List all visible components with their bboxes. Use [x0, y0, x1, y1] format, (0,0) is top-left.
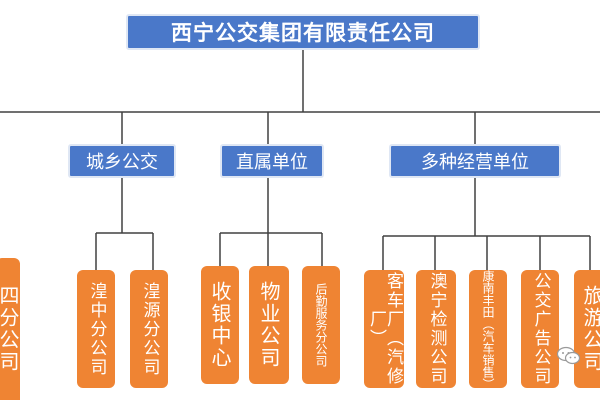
- unit-label: 公交广告公司: [530, 272, 551, 386]
- category-direct-units: 直属单位: [220, 144, 324, 178]
- unit-box-inspection: 澳宁检测公司: [416, 270, 456, 388]
- category-label: 多种经营单位: [421, 152, 529, 173]
- unit-box-property: 物业公司: [249, 266, 289, 384]
- unit-box-huangzhong: 湟中分公司: [77, 270, 115, 388]
- category-label: 直属单位: [236, 152, 308, 173]
- root-company-box: 西宁公交集团有限责任公司: [126, 14, 480, 50]
- unit-label: 四分公司: [0, 285, 20, 373]
- unit-label: 澳宁检测公司: [426, 272, 447, 386]
- unit-box-logistics: 后勤服务分公司: [302, 266, 340, 384]
- unit-label: 康南丰田（汽车销售）: [481, 270, 495, 388]
- unit-box-huangyuan: 湟源分公司: [130, 270, 168, 388]
- category-diversified-units: 多种经营单位: [389, 144, 561, 178]
- unit-box-branch-4: 四分公司: [0, 258, 20, 400]
- unit-box-tourism: 旅游公司: [574, 270, 600, 388]
- unit-label: 客车厂（汽修厂）: [366, 272, 403, 386]
- unit-label: 物业公司: [257, 281, 281, 369]
- unit-box-bus-advertising: 公交广告公司: [521, 270, 559, 388]
- unit-label: 后勤服务分公司: [314, 283, 328, 367]
- unit-box-toyota-sales: 康南丰田（汽车销售）: [469, 270, 507, 388]
- unit-label: 湟中分公司: [86, 281, 107, 377]
- unit-box-cashier-center: 收银中心: [201, 266, 239, 384]
- category-urban-rural-bus: 城乡公交: [68, 144, 176, 178]
- root-company-label: 西宁公交集团有限责任公司: [171, 21, 435, 45]
- unit-box-bus-factory: 客车厂（汽修厂）: [364, 270, 404, 388]
- wechat-icon: [556, 346, 581, 365]
- unit-label: 收银中心: [208, 281, 232, 369]
- unit-label: 湟源分公司: [139, 281, 160, 377]
- unit-label: 旅游公司: [580, 285, 600, 373]
- category-label: 城乡公交: [86, 152, 158, 173]
